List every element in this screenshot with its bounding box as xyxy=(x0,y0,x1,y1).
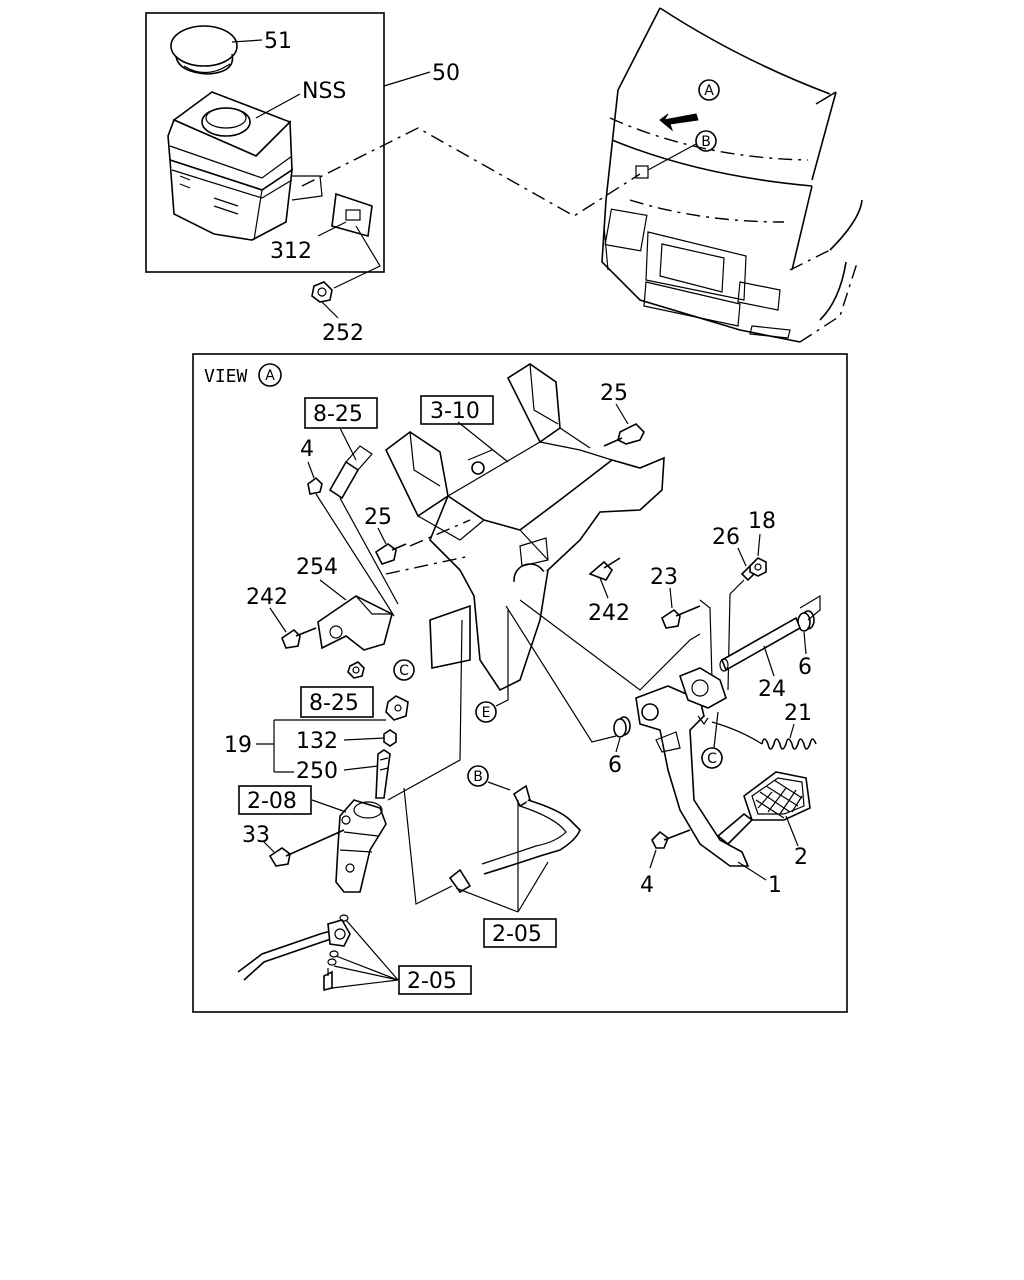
truck-cab-front xyxy=(601,7,863,343)
callout-1: 1 xyxy=(768,873,782,898)
callout-6-left: 6 xyxy=(608,753,622,778)
nut-252 xyxy=(311,281,333,303)
callout-252: 252 xyxy=(322,321,364,346)
nut-18 xyxy=(749,557,767,577)
bolt-4-top xyxy=(307,476,323,495)
callout-25-top: 25 xyxy=(600,381,628,406)
callout-4-top: 4 xyxy=(300,437,314,462)
callout-4-bottom: 4 xyxy=(640,873,654,898)
bolt-25-top xyxy=(603,423,645,447)
bolt-25-mid xyxy=(374,543,407,565)
bolt-4-bottom xyxy=(651,829,691,849)
callout-24: 24 xyxy=(758,677,786,702)
reservoir-tank xyxy=(167,91,323,241)
pedal-arm-1 xyxy=(635,667,750,867)
washer-6-left xyxy=(613,716,631,738)
marker-c-right-label: C xyxy=(707,751,717,767)
circle-marker-e xyxy=(475,701,497,723)
mounting-bracket xyxy=(331,192,373,238)
bolt-242-right xyxy=(588,557,621,581)
svg-text:3-10: 3-10 xyxy=(430,399,480,424)
ref-box-8-25-top: 8-25 xyxy=(304,397,378,429)
bolt-242-left xyxy=(281,627,317,649)
callout-242-right: 242 xyxy=(588,601,630,626)
circle-marker-c-top xyxy=(393,659,415,681)
svg-text:2-05: 2-05 xyxy=(492,922,542,947)
marker-c-top-label: C xyxy=(399,663,409,679)
callout-nss: NSS xyxy=(302,79,346,104)
marker-e-label: E xyxy=(482,705,491,721)
ref-box-2-05-mid: 2-05 xyxy=(483,918,557,948)
svg-text:8-25: 8-25 xyxy=(309,691,359,716)
callout-250: 250 xyxy=(296,759,338,784)
svg-text:8-25: 8-25 xyxy=(313,402,363,427)
marker-b-label: B xyxy=(701,134,711,150)
ref-box-8-25-bottom: 8-25 xyxy=(300,686,374,718)
callout-51: 51 xyxy=(264,29,292,54)
circle-marker-a xyxy=(698,79,720,101)
svg-text:2-08: 2-08 xyxy=(247,789,297,814)
hydraulic-line-out xyxy=(237,914,351,992)
marker-a-label: A xyxy=(704,83,714,99)
callout-242-left: 242 xyxy=(246,585,288,610)
ref-box-2-05-bottom: 2-05 xyxy=(398,965,472,995)
callout-33: 33 xyxy=(242,823,270,848)
callout-18: 18 xyxy=(748,509,776,534)
washer-6-right xyxy=(797,610,815,632)
bracket-nut xyxy=(347,661,365,679)
pedal-bracket-frame xyxy=(384,363,665,692)
clutch-master-cylinder xyxy=(335,799,387,893)
marker-b-hose-label: B xyxy=(473,769,483,785)
callout-254: 254 xyxy=(296,555,338,580)
view-title-marker xyxy=(258,363,282,387)
callout-25-mid: 25 xyxy=(364,505,392,530)
svg-text:2-05: 2-05 xyxy=(407,969,457,994)
bolt-33 xyxy=(268,829,345,867)
callout-2: 2 xyxy=(794,845,808,870)
circle-marker-b-hose xyxy=(467,765,489,787)
callout-26: 26 xyxy=(712,525,740,550)
view-title-marker-label: A xyxy=(265,368,275,384)
circle-marker-b xyxy=(695,130,717,152)
push-rod-250 xyxy=(375,749,391,799)
group-19-bracket xyxy=(256,719,386,773)
view-a-frame xyxy=(192,353,848,1013)
pedal-pad-2 xyxy=(716,771,811,846)
switch-bracket-254 xyxy=(317,595,393,651)
callout-21: 21 xyxy=(784,701,812,726)
callout-312: 312 xyxy=(270,239,312,264)
callout-50: 50 xyxy=(432,61,460,86)
view-direction-arrow xyxy=(659,113,699,132)
clevis-yoke xyxy=(385,695,409,721)
lock-nut-132 xyxy=(383,729,397,747)
reservoir-location-link xyxy=(301,127,641,217)
bolt-23 xyxy=(661,605,701,629)
reservoir-cap xyxy=(170,25,238,75)
view-title: VIEW xyxy=(204,366,248,387)
callout-19: 19 xyxy=(224,733,252,758)
callout-6-right: 6 xyxy=(798,655,812,680)
ref-box-3-10: 3-10 xyxy=(420,395,494,425)
pedal-shaft-24 xyxy=(719,616,802,672)
supply-hose xyxy=(448,784,581,894)
callout-132: 132 xyxy=(296,729,338,754)
callout-23: 23 xyxy=(650,565,678,590)
circle-marker-c-right xyxy=(701,747,723,769)
ref-box-2-08: 2-08 xyxy=(238,785,312,815)
